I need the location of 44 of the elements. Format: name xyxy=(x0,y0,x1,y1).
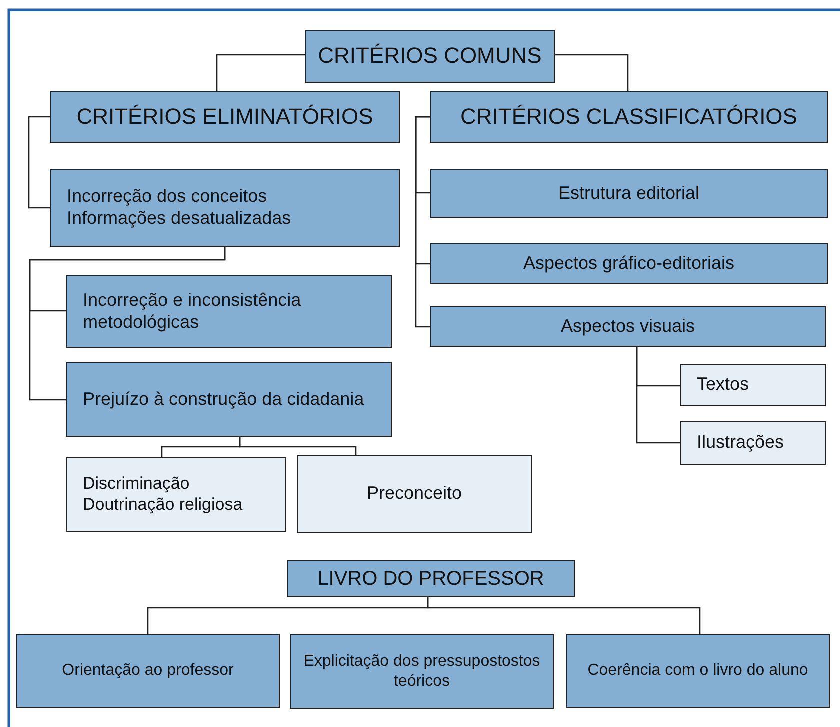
criteria-box xyxy=(290,634,554,709)
connector-line xyxy=(636,347,680,444)
node-label: Orientação ao professor xyxy=(61,661,235,681)
node-label: CRITÉRIOS ELIMINATÓRIOS xyxy=(76,104,374,130)
node-label: Textos xyxy=(697,374,750,396)
node-label: Discriminação xyxy=(83,474,191,494)
criteria-box xyxy=(430,243,828,284)
criteria-box xyxy=(430,306,826,347)
node-label: Doutrinação religiosa xyxy=(83,494,244,515)
node-label: Aspectos visuais xyxy=(560,316,696,338)
node-label: Prejuízo à construção da cidadania xyxy=(83,388,366,410)
criteria-box xyxy=(287,560,575,597)
connector-line xyxy=(239,437,357,455)
connector-line xyxy=(216,54,305,91)
criteria-box xyxy=(566,634,830,708)
criteria-box xyxy=(305,30,555,83)
node-label: Explicitação dos pressupostostos teóricos xyxy=(302,652,542,691)
node-label: Ilustrações xyxy=(697,432,786,454)
criteria-box xyxy=(66,457,286,532)
node-label: CRITÉRIOS COMUNS xyxy=(317,43,543,70)
node-label: Incorreção e inconsistência metodológicas xyxy=(83,290,302,334)
node-label: LIVRO DO PROFESSOR xyxy=(316,566,546,590)
criteria-box xyxy=(66,275,392,348)
node-label: CRITÉRIOS CLASSIFICATÓRIOS xyxy=(460,104,798,130)
criteria-box xyxy=(430,169,828,218)
connector-line xyxy=(427,597,701,634)
criteria-box xyxy=(16,634,280,708)
connector-line xyxy=(29,247,226,401)
node-label: Preconceito xyxy=(366,483,464,505)
criteria-box xyxy=(680,364,826,406)
node-label: Incorreção dos conceitos xyxy=(67,186,268,208)
criteria-box xyxy=(297,455,532,533)
node-label: Aspectos gráfico-editoriais xyxy=(522,252,736,274)
criteria-box xyxy=(50,169,400,247)
connector-line xyxy=(555,54,629,91)
criteria-box xyxy=(430,91,828,143)
criteria-box xyxy=(680,421,826,465)
connector-line xyxy=(28,116,50,209)
criteria-box xyxy=(66,362,392,437)
criteria-box xyxy=(50,91,400,143)
connector-line xyxy=(415,116,430,328)
node-label: Estrutura editorial xyxy=(557,182,701,204)
node-label: Informações desatualizadas xyxy=(67,208,292,230)
node-label: Coerência com o livro do aluno xyxy=(586,661,810,681)
